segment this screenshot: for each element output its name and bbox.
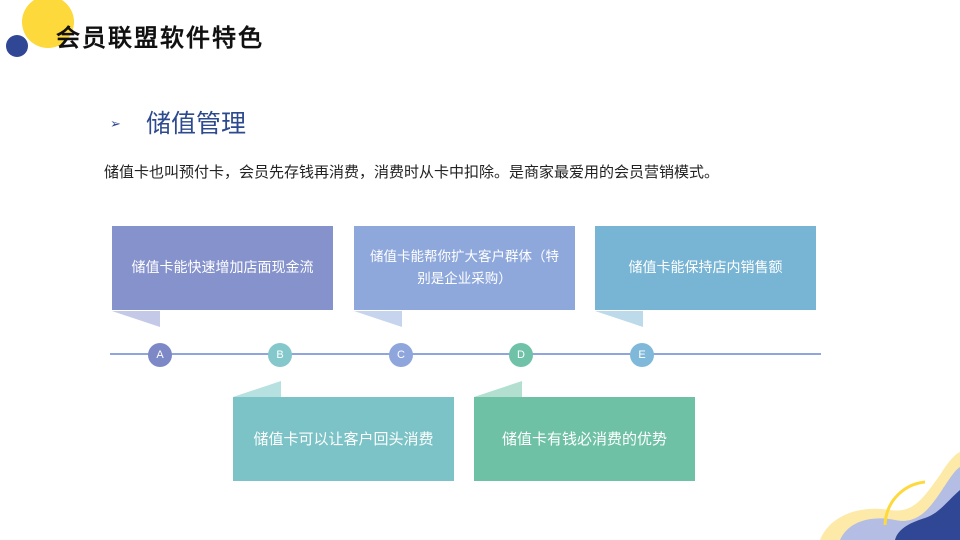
feature-text-d: 储值卡有钱必消费的优势: [501, 430, 667, 448]
timeline-node-a: A: [148, 343, 172, 367]
feature-box-a: 储值卡能快速增加店面现金流: [112, 226, 333, 310]
feature-box-e: 储值卡能保持店内销售额: [595, 226, 816, 310]
section-title: 储值管理: [146, 109, 247, 138]
timeline-node-d: D: [509, 343, 533, 367]
callout-pointer-b: [233, 381, 281, 397]
callout-pointer-e: [595, 311, 643, 327]
feature-text-a: 储值卡能快速增加店面现金流: [131, 260, 314, 276]
timeline-node-b: B: [268, 343, 292, 367]
feature-box-d: 储值卡有钱必消费的优势: [474, 397, 695, 481]
arrow-bullet-icon: ➢: [110, 117, 121, 132]
yellow-circle-decoration: [22, 0, 74, 48]
timeline-line: [110, 353, 821, 355]
feature-box-c: 储值卡能帮你扩大客户群体（特别是企业采购）: [354, 226, 575, 310]
callout-pointer-c: [354, 311, 402, 327]
feature-box-b: 储值卡可以让客户回头消费: [233, 397, 454, 481]
feature-text-c: 储值卡能帮你扩大客户群体（特别是企业采购）: [370, 249, 559, 287]
feature-text-b: 储值卡可以让客户回头消费: [253, 430, 434, 448]
navy-circle-decoration: [6, 35, 28, 57]
slide-title: 会员联盟软件特色: [56, 24, 264, 52]
feature-text-e: 储值卡能保持店内销售额: [628, 260, 783, 276]
callout-pointer-d: [474, 381, 522, 397]
corner-wave-decoration: [820, 452, 960, 540]
timeline-node-c: C: [389, 343, 413, 367]
description-text: 储值卡也叫预付卡，会员先存钱再消费，消费时从卡中扣除。是商家最爱用的会员营销模式…: [104, 163, 720, 181]
callout-pointer-a: [112, 311, 160, 327]
timeline-node-e: E: [630, 343, 654, 367]
